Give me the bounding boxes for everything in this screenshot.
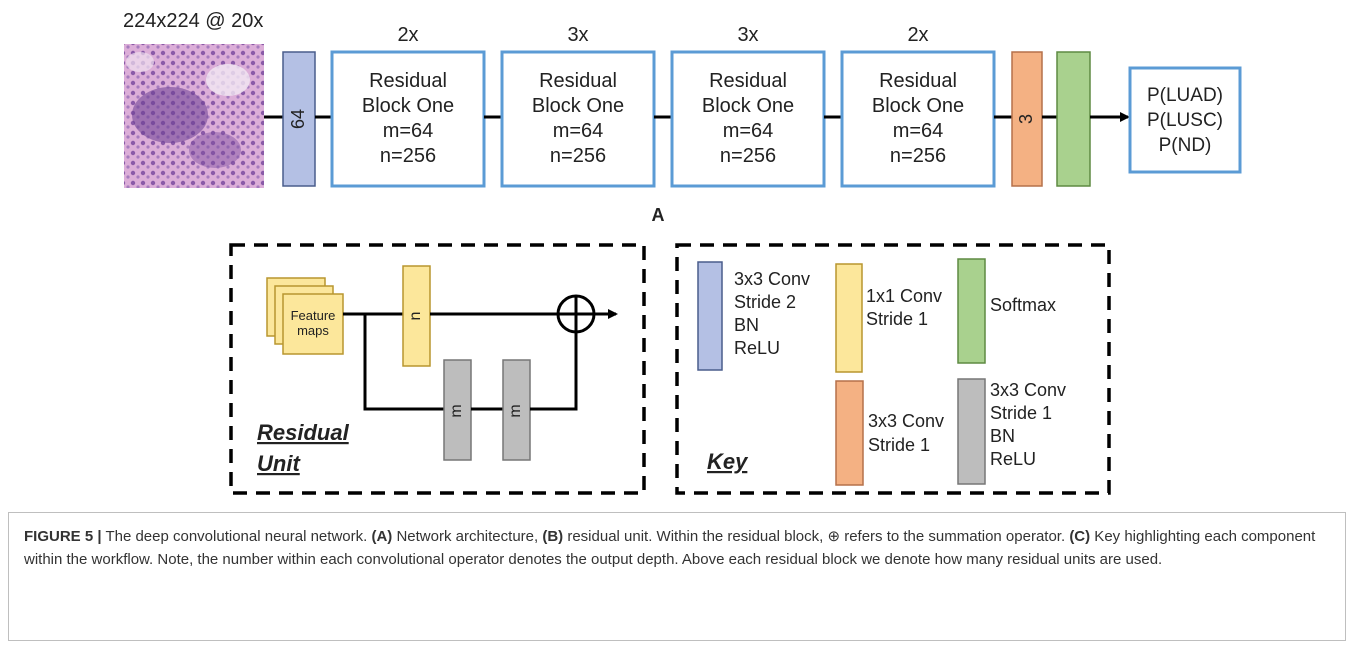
panel-c-border <box>675 243 1111 495</box>
conv-3-layer <box>1011 51 1043 187</box>
block-n: n=256 <box>890 145 946 167</box>
output-lusc: P(LUSC) <box>1147 110 1223 131</box>
connector <box>530 332 578 411</box>
key-orange-swatch <box>835 380 864 486</box>
conv-64-layer <box>282 51 316 187</box>
output-box: P(LUAD) P(LUSC) P(ND) <box>1128 66 1242 174</box>
key-green-line: Softmax <box>990 295 1056 315</box>
n-conv-layer <box>402 265 431 367</box>
caption-figure-label: FIGURE 5 | <box>24 528 102 545</box>
key-blue-entry: 3x3 Conv Stride 2 BN ReLU <box>697 261 810 371</box>
m-conv-layer-1 <box>443 359 472 461</box>
feature-maps-line1: Feature <box>291 308 336 323</box>
key-yellow-line: Stride 1 <box>866 309 928 329</box>
block-n: n=256 <box>550 145 606 167</box>
key-blue-line: Stride 2 <box>734 292 796 312</box>
key-gray-line: BN <box>990 426 1015 446</box>
feature-maps-icon: Feature maps <box>266 277 344 355</box>
block-m: m=64 <box>553 120 604 142</box>
residual-unit-title-line1: Residual <box>257 420 350 445</box>
residual-block-4: 2x Residual Block One m=64 n=256 <box>840 24 996 188</box>
m-label: m <box>507 404 524 417</box>
output-luad: P(LUAD) <box>1147 85 1223 106</box>
residual-block-3: 3x Residual Block One m=64 n=256 <box>670 24 826 188</box>
input-size-label: 224x224 @ 20x <box>123 10 263 32</box>
output-nd: P(ND) <box>1159 135 1212 156</box>
block-line2: Block One <box>362 95 454 117</box>
diagram-canvas: 224x224 @ 20x 64 2x Residual Block One m… <box>123 10 1242 512</box>
caption-b-label: (B) <box>542 528 564 545</box>
caption-box <box>8 512 1346 641</box>
key-gray-line: 3x3 Conv <box>990 380 1066 400</box>
key-gray-line: ReLU <box>990 449 1036 469</box>
softmax-layer <box>1056 51 1091 187</box>
block-line1: Residual <box>369 70 447 92</box>
key-blue-line: 3x3 Conv <box>734 269 810 289</box>
caption-a-text: Network architecture, <box>392 528 543 545</box>
block-line2: Block One <box>702 95 794 117</box>
key-title: Key <box>707 449 749 474</box>
caption-b-text: residual unit. Within the residual block… <box>563 528 1070 545</box>
repeat-count: 3x <box>567 24 588 46</box>
panel-b-letter: B <box>432 509 445 512</box>
block-line2: Block One <box>872 95 964 117</box>
key-yellow-entry: 1x1 Conv Stride 1 <box>835 263 942 373</box>
panel-c: 3x3 Conv Stride 2 BN ReLU 1x1 Conv Strid… <box>675 243 1111 512</box>
panel-b: Feature maps n m m Residual Unit B <box>229 243 646 512</box>
panel-b-border <box>229 243 646 495</box>
caption-c-text: Key highlighting each component within t… <box>24 528 1316 568</box>
key-yellow-swatch <box>835 263 863 373</box>
key-green-entry: Softmax <box>957 258 1056 364</box>
block-n: n=256 <box>380 145 436 167</box>
residual-block-1: 2x Residual Block One m=64 n=256 <box>330 24 486 188</box>
input-tissue-image <box>124 44 264 188</box>
connector <box>363 314 444 411</box>
block-line1: Residual <box>709 70 787 92</box>
key-gray-entry: 3x3 Conv Stride 1 BN ReLU <box>957 378 1066 485</box>
residual-unit-title-line2: Unit <box>257 451 301 476</box>
key-gray-swatch <box>957 378 986 485</box>
key-blue-swatch <box>697 261 723 371</box>
block-line1: Residual <box>879 70 957 92</box>
panel-c-letter: C <box>865 509 878 512</box>
repeat-count: 2x <box>397 24 418 46</box>
block-line1: Residual <box>539 70 617 92</box>
key-orange-entry: 3x3 Conv Stride 1 <box>835 380 944 486</box>
block-line2: Block One <box>532 95 624 117</box>
repeat-count: 3x <box>737 24 758 46</box>
key-gray-line: Stride 1 <box>990 403 1052 423</box>
key-blue-line: ReLU <box>734 338 780 358</box>
key-green-swatch <box>957 258 986 364</box>
conv-64-label: 64 <box>288 109 308 129</box>
panel-a-letter: A <box>652 205 665 225</box>
key-orange-line: Stride 1 <box>868 435 930 455</box>
block-m: m=64 <box>893 120 944 142</box>
block-n: n=256 <box>720 145 776 167</box>
key-orange-line: 3x3 Conv <box>868 411 944 431</box>
caption-intro: The deep convolutional neural network. <box>101 528 372 545</box>
m-label: m <box>448 404 465 417</box>
repeat-count: 2x <box>907 24 928 46</box>
feature-maps-line2: maps <box>297 323 329 338</box>
key-yellow-line: 1x1 Conv <box>866 286 942 306</box>
conv-3-label: 3 <box>1016 114 1036 124</box>
panel-a: 224x224 @ 20x 64 2x Residual Block One m… <box>123 10 1242 225</box>
block-m: m=64 <box>723 120 774 142</box>
sum-operator <box>556 294 596 334</box>
residual-block-2: 3x Residual Block One m=64 n=256 <box>500 24 656 188</box>
figure-caption: FIGURE 5 | The deep convolutional neural… <box>24 525 1334 571</box>
caption-a-label: (A) <box>371 528 393 545</box>
block-m: m=64 <box>383 120 434 142</box>
key-blue-line: BN <box>734 315 759 335</box>
n-label: n <box>407 312 424 321</box>
caption-c-label: (C) <box>1069 528 1091 545</box>
